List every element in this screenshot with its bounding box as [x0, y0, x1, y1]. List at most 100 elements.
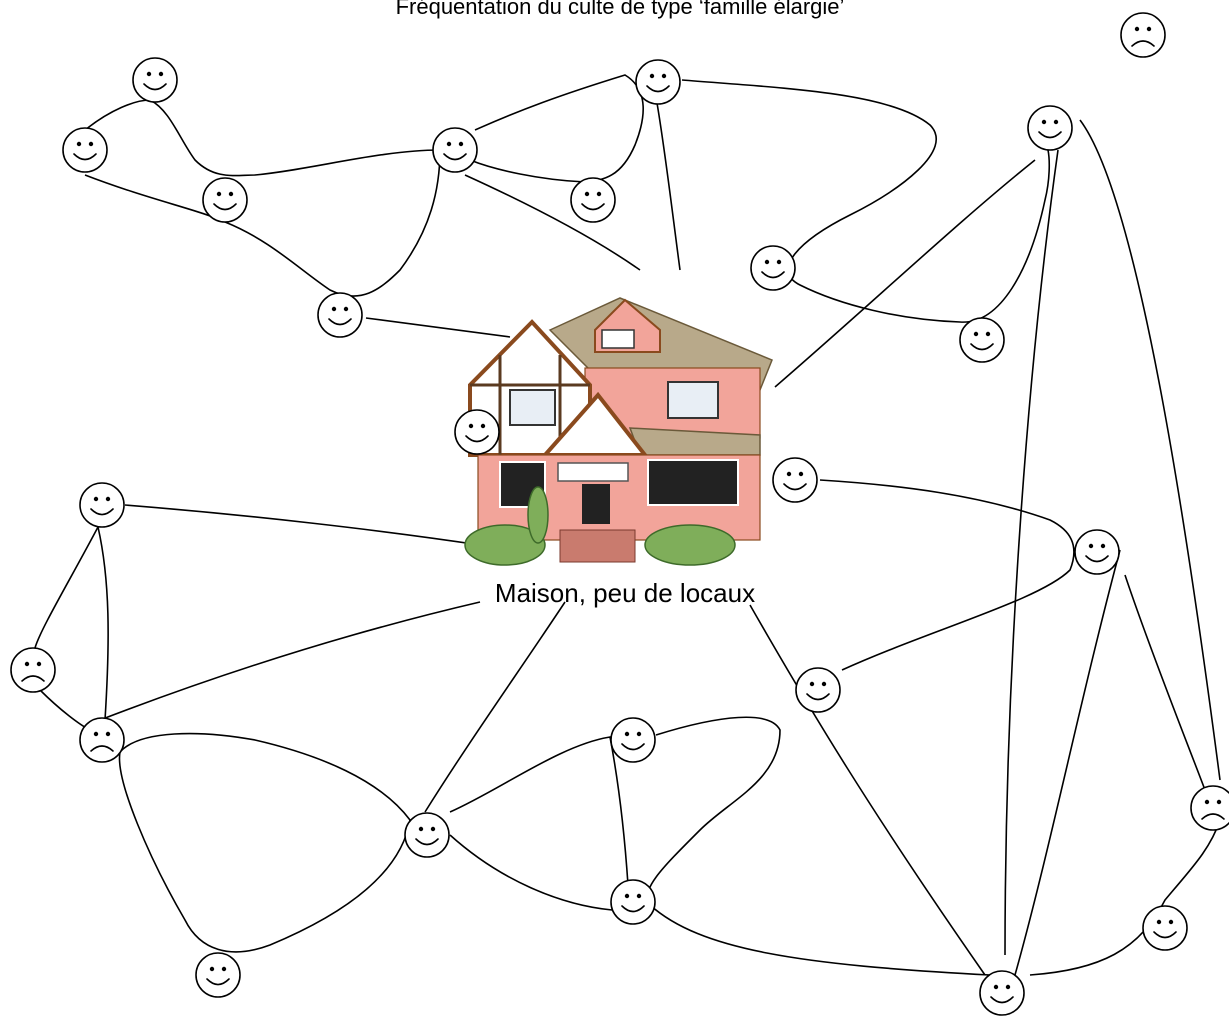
face-eye [24, 661, 30, 667]
face-eye [93, 731, 99, 737]
smiley-face-icon [404, 812, 450, 858]
face-eye [993, 984, 999, 990]
face-mouth [621, 905, 645, 913]
face-eye [158, 71, 164, 77]
face-mouth [90, 508, 114, 516]
smiley-face-icon [62, 127, 108, 173]
face-mouth [206, 978, 230, 986]
edge [365, 317, 511, 338]
smiley-face-icon [132, 57, 178, 103]
face-eye [1088, 543, 1094, 549]
edge [84, 99, 441, 177]
smiley-face-icon [1074, 529, 1120, 575]
face-eye [146, 71, 152, 77]
face-outline [1074, 529, 1120, 575]
house-illustration [464, 297, 773, 566]
face-mouth [1085, 555, 1109, 563]
smiley-face-icon [610, 717, 656, 763]
smiley-face-icon [1142, 905, 1188, 951]
smiley-face-icon [750, 245, 796, 291]
face-outline [79, 482, 125, 528]
edge [1079, 119, 1221, 781]
smiley-face-icon [635, 59, 681, 105]
edge [97, 526, 109, 721]
smiley-face-icon [202, 177, 248, 223]
front-steps [559, 529, 636, 563]
face-outline [454, 409, 500, 455]
edge [39, 689, 91, 731]
face-eye [93, 496, 99, 502]
face-outline [404, 812, 450, 858]
edge [34, 526, 99, 649]
edge [656, 102, 681, 271]
smiley-face-icon [570, 177, 616, 223]
edge [84, 149, 441, 297]
dormer-window [601, 329, 635, 349]
edge [681, 79, 1051, 323]
face-eye [636, 893, 642, 899]
face-mouth [465, 435, 489, 443]
face-eye [624, 893, 630, 899]
face-outline [62, 127, 108, 173]
face-eye [1168, 919, 1174, 925]
smiley-face-icon [795, 667, 841, 713]
house-label: Maison, peu de locaux [495, 578, 755, 608]
face-eye [1134, 26, 1140, 32]
edge [124, 504, 481, 546]
face-eye [458, 141, 464, 147]
smiley-face-icon [79, 482, 125, 528]
face-eye [821, 681, 827, 687]
upper-window [667, 381, 719, 419]
face-eye [636, 731, 642, 737]
face-mouth [73, 153, 97, 161]
face-eye [76, 141, 82, 147]
face-eye [216, 191, 222, 197]
face-mouth [1131, 40, 1155, 47]
face-eye [985, 331, 991, 337]
face-eye [480, 423, 486, 429]
front-door [582, 484, 610, 524]
face-outline [432, 127, 478, 173]
face-mouth [990, 996, 1014, 1004]
face-eye [430, 826, 436, 832]
face-outline [202, 177, 248, 223]
smiley-face-icon [610, 879, 656, 925]
face-outline [1027, 105, 1073, 151]
face-outline [750, 245, 796, 291]
face-eye [88, 141, 94, 147]
face-eye [649, 73, 655, 79]
sad-face-icon [79, 717, 125, 763]
face-eye [661, 73, 667, 79]
face-outline [570, 177, 616, 223]
face-eye [105, 731, 111, 737]
face-outline [795, 667, 841, 713]
face-mouth [328, 318, 352, 326]
face-mouth [970, 343, 994, 351]
edge [469, 74, 644, 183]
face-eye [446, 141, 452, 147]
face-eye [1216, 799, 1222, 805]
face-mouth [761, 271, 785, 279]
face-mouth [1038, 131, 1062, 139]
smiley-face-icon [454, 409, 500, 455]
face-eye [1005, 984, 1011, 990]
face-mouth [90, 745, 114, 752]
smiley-face-icon [979, 970, 1025, 1016]
edge [1014, 549, 1121, 976]
face-eye [209, 966, 215, 972]
face-outline [195, 952, 241, 998]
face-outline [317, 292, 363, 338]
edge [646, 716, 991, 976]
face-eye [776, 259, 782, 265]
face-mouth [443, 153, 467, 161]
face-outline [1190, 785, 1229, 831]
face-mouth [213, 203, 237, 211]
face-eye [584, 191, 590, 197]
smiley-face-icon [432, 127, 478, 173]
face-outline [1120, 12, 1166, 58]
face-outline [132, 57, 178, 103]
face-eye [468, 423, 474, 429]
face-outline [772, 457, 818, 503]
edge [449, 834, 613, 911]
